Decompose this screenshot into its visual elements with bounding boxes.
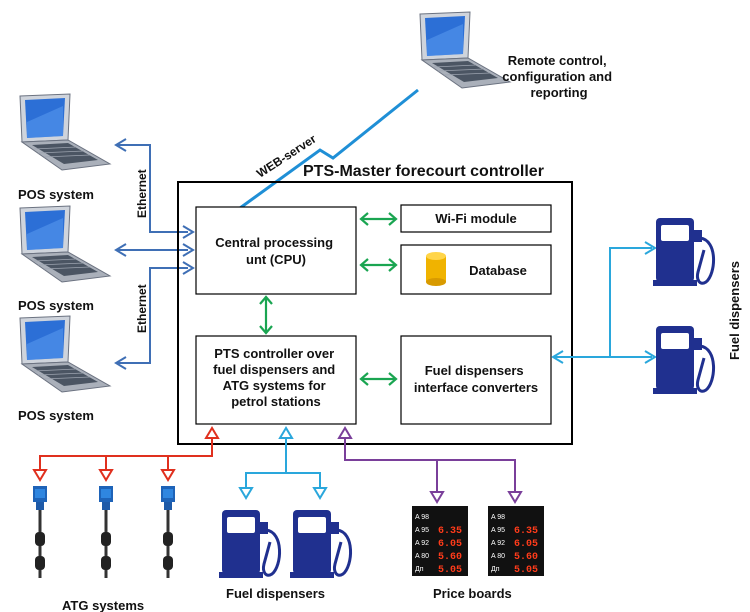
controller-frame (177, 181, 573, 445)
atg-probe-icon (31, 484, 49, 580)
pos-label: POS system (18, 298, 94, 313)
atg-probe-icon (159, 484, 177, 580)
fuel-pump-icon (651, 216, 716, 288)
atg-label: ATG systems (62, 598, 144, 612)
svg-text:5.05: 5.05 (514, 565, 538, 576)
svg-text:6.05: 6.05 (438, 539, 462, 550)
ethernet-links (114, 138, 195, 370)
cpu-label: Central processing unt (CPU) (215, 235, 336, 267)
remote-laptop-icon (419, 11, 511, 89)
database-label: Database (469, 263, 527, 278)
web-server-bolt (239, 88, 419, 210)
svg-text:A 95: A 95 (415, 527, 429, 534)
cpu-box (195, 206, 357, 295)
ethernet-label: Ethernet (135, 284, 149, 333)
controller-title: PTS-Master forecourt controller (303, 163, 544, 180)
database-icon (426, 252, 446, 286)
internal-links (259, 212, 398, 386)
pts-controller-label: PTS controller over fuel dispensers and … (213, 346, 339, 409)
svg-text:Дп: Дп (415, 566, 424, 573)
svg-text:6.35: 6.35 (438, 526, 462, 537)
svg-text:5.60: 5.60 (438, 552, 462, 563)
atg-probe-icon (97, 484, 115, 580)
fuel-pump-icon (288, 508, 353, 580)
remote-label: Remote control, configuration and report… (502, 53, 615, 100)
svg-text:A 92: A 92 (491, 540, 505, 547)
svg-text:A 92: A 92 (415, 540, 429, 547)
pos-laptop-icon (19, 93, 111, 171)
svg-text:5.05: 5.05 (438, 565, 462, 576)
bottom-dispenser-links (238, 426, 328, 500)
svg-text:6.35: 6.35 (514, 526, 538, 537)
svg-text:A 98: A 98 (491, 514, 505, 521)
wifi-label: Wi-Fi module (435, 211, 517, 226)
pos-laptop-icon (19, 315, 111, 393)
fuel-dispensers-side-label: Fuel dispensers (727, 261, 742, 360)
svg-text:A 80: A 80 (491, 553, 505, 560)
pos-label: POS system (18, 408, 94, 423)
svg-text:Дп: Дп (491, 566, 500, 573)
svg-text:A 95: A 95 (491, 527, 505, 534)
converters-label: Fuel dispensers interface converters (414, 363, 538, 395)
svg-text:A 80: A 80 (415, 553, 429, 560)
pts-controller-box (195, 335, 357, 425)
price-board-icon: A 98 A 95 A 92 A 80 Дп 6.35 6.05 5.60 5.… (412, 506, 468, 576)
svg-text:A 98: A 98 (415, 514, 429, 521)
pos-label: POS system (18, 187, 94, 202)
fuel-dispensers-bottom-label: Fuel dispensers (226, 586, 325, 601)
atg-links (32, 426, 220, 482)
svg-text:5.60: 5.60 (514, 552, 538, 563)
right-dispenser-links (551, 241, 657, 364)
price-boards-label: Price boards (433, 586, 512, 601)
price-board-links (337, 426, 523, 504)
svg-text:6.05: 6.05 (514, 539, 538, 550)
ethernet-label: Ethernet (135, 169, 149, 218)
converters-box (400, 335, 552, 425)
fuel-pump-icon (217, 508, 282, 580)
fuel-pump-icon (651, 324, 716, 396)
wifi-box (400, 204, 552, 233)
price-board-icon: A 98 A 95 A 92 A 80 Дп 6.35 6.05 5.60 5.… (488, 506, 544, 576)
pos-laptop-icon (19, 205, 111, 283)
